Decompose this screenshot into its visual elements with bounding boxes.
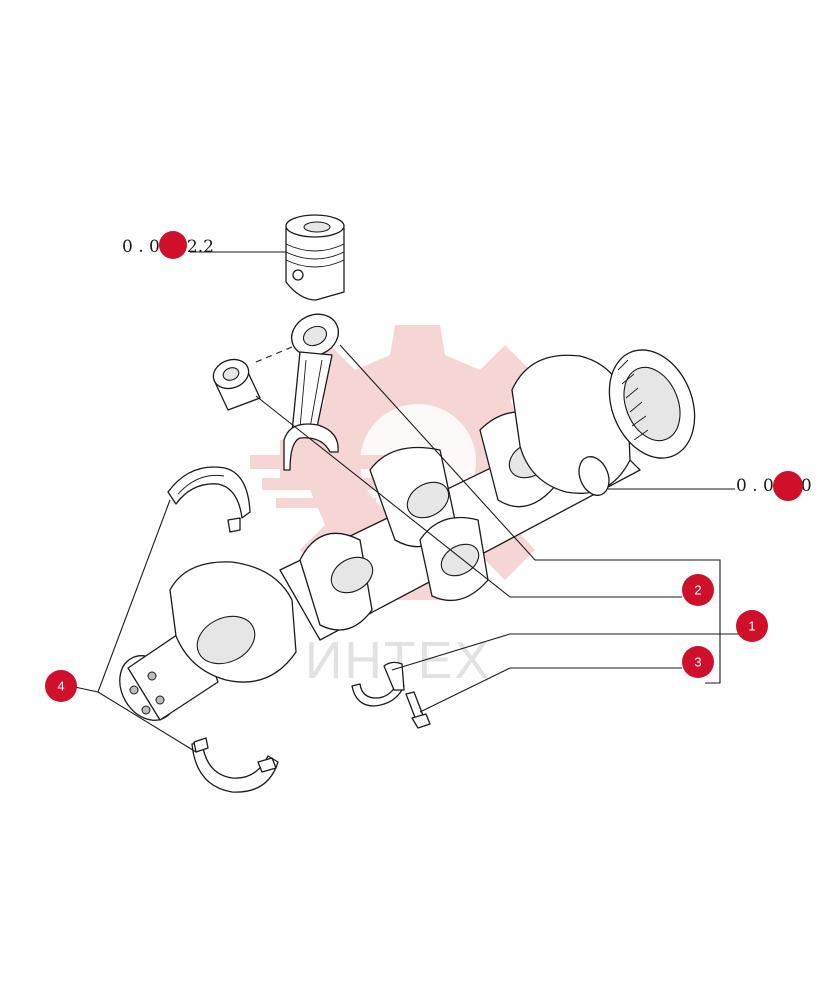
crankshaft <box>119 349 696 721</box>
callout-4[interactable]: 4 <box>45 670 77 702</box>
connecting-rod <box>283 313 339 471</box>
piston-pin <box>212 341 305 411</box>
piston <box>285 214 345 301</box>
flywheel-reference-marker <box>773 471 803 501</box>
callout-3-label: 3 <box>694 655 701 670</box>
main-bearing-shell-upper <box>167 466 251 533</box>
callout-2-label: 2 <box>694 583 701 598</box>
piston-reference-marker <box>159 231 187 259</box>
main-bearing-shell-lower <box>191 737 279 793</box>
callout-3[interactable]: 3 <box>682 646 714 678</box>
thrust-bearing-half <box>351 661 405 707</box>
leader-lines <box>69 251 740 753</box>
callout-2[interactable]: 2 <box>682 574 714 606</box>
callout-4-label: 4 <box>57 679 64 694</box>
callout-1-label: 1 <box>748 619 755 634</box>
connecting-rod-bolt <box>405 691 431 729</box>
callout-1[interactable]: 1 <box>736 610 768 642</box>
